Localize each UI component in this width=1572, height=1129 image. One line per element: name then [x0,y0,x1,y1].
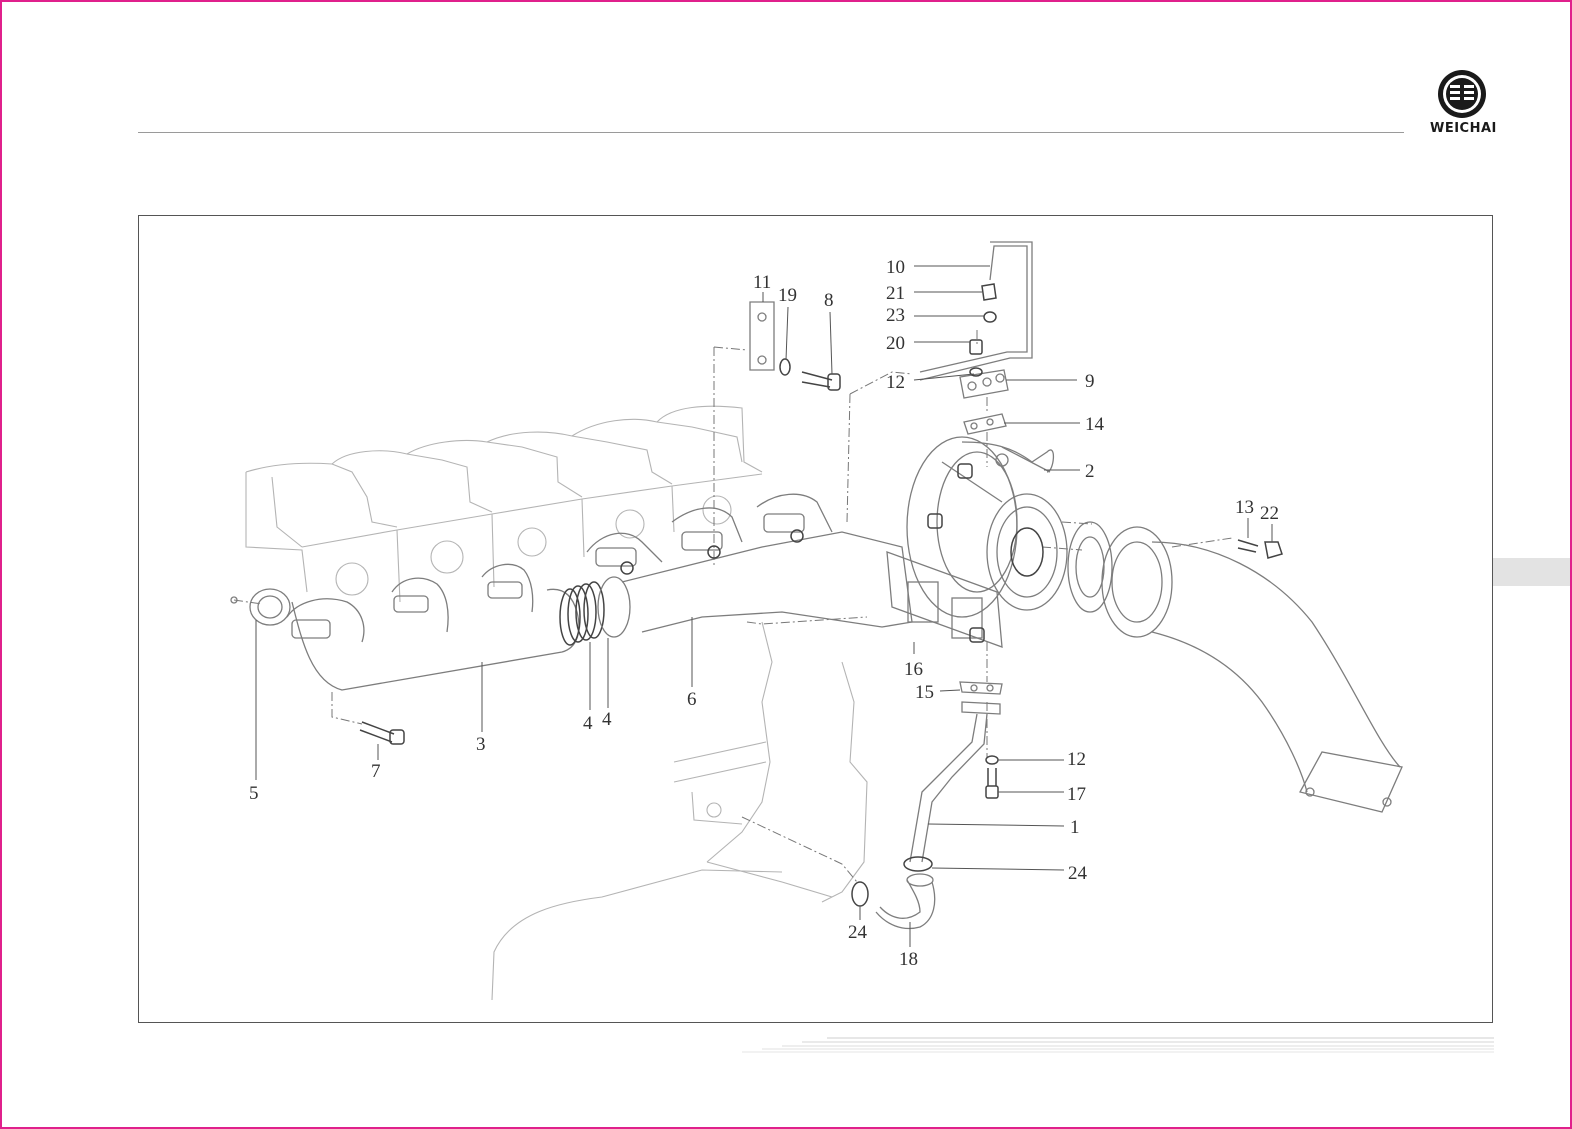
callout-8: 8 [824,290,834,311]
callout-12a: 12 [886,372,905,393]
turbo-gasket [886,551,1003,648]
callout-23: 23 [886,305,905,326]
callout-24b: 24 [848,922,868,943]
exhaust-elbow [1067,521,1403,813]
exhaust-manifold-rear [586,493,913,633]
callout-6: 6 [687,689,697,710]
callout-12b: 12 [1067,749,1086,770]
weichai-logo-icon [1438,70,1486,118]
callout-5: 5 [249,783,259,804]
exhaust-manifold-front [230,563,580,691]
callout-14: 14 [1085,414,1105,435]
callout-2: 2 [1085,461,1095,482]
side-tab[interactable] [1493,558,1570,586]
callout-18: 18 [899,949,918,970]
logo-text: WEICHAI [1430,121,1497,136]
callout-10: 10 [886,257,905,278]
leader-lines [255,265,1273,947]
callout-4b: 4 [602,709,612,730]
hardware [359,241,1283,930]
callout-4a: 4 [583,713,593,734]
assembly-lines [233,330,1233,883]
callout-19: 19 [778,285,797,306]
callouts: 1 2 3 4 4 5 6 7 8 9 10 11 12 12 13 14 15… [249,257,1279,970]
diagram-frame [138,215,1493,1023]
turbocharger [906,436,1068,643]
callout-3: 3 [476,734,486,755]
callout-22: 22 [1260,503,1279,524]
callout-11: 11 [753,272,771,293]
callout-1: 1 [1070,817,1080,838]
footer-decorative-lines [742,1037,1494,1053]
callout-20: 20 [886,333,905,354]
callout-24a: 24 [1068,863,1088,884]
callout-17: 17 [1067,784,1086,805]
callout-7: 7 [371,761,381,782]
callout-15: 15 [915,682,934,703]
callout-21: 21 [886,283,905,304]
callout-13: 13 [1235,497,1254,518]
header-rule [138,132,1404,133]
callout-9: 9 [1085,371,1095,392]
engine-block-outline [245,405,868,1001]
callout-16: 16 [904,659,923,680]
seal-rings [559,576,631,646]
